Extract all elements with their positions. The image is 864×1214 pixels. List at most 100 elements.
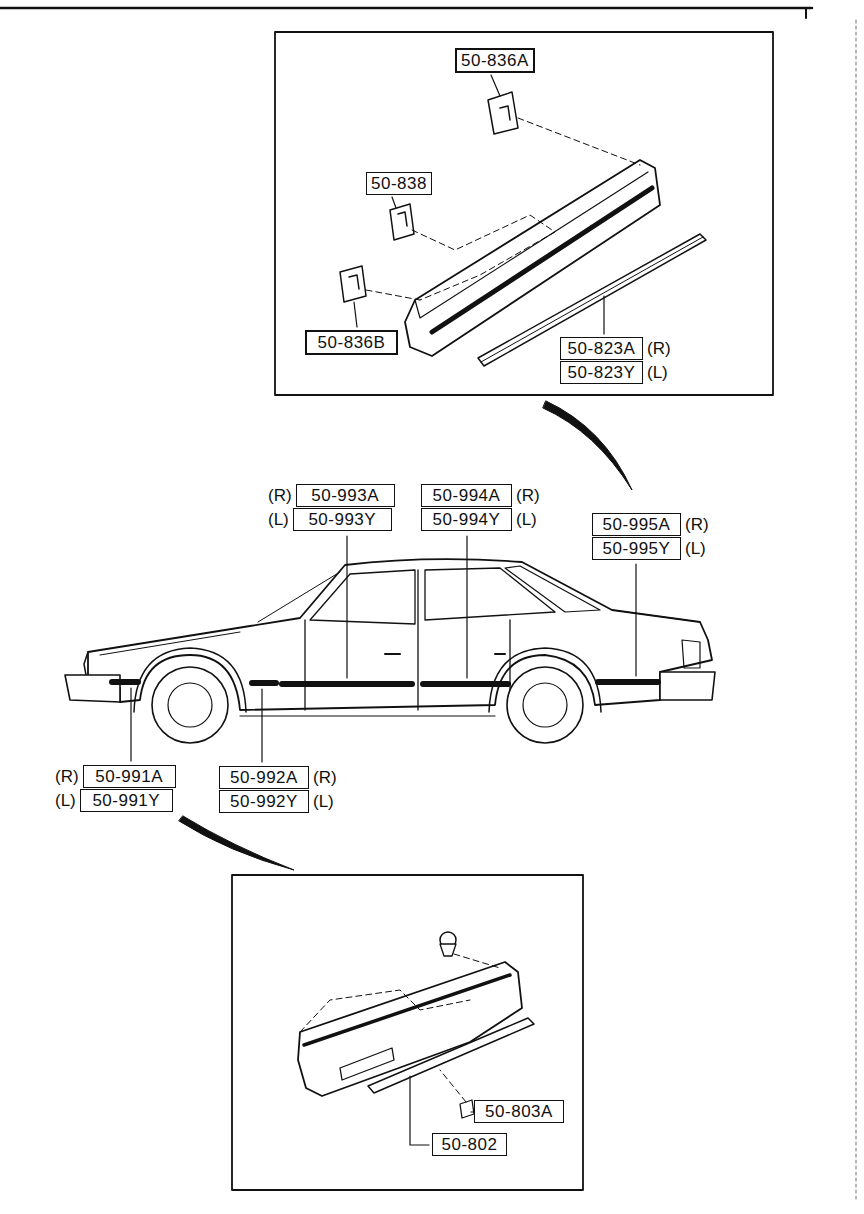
assembly-line [366,290,420,300]
part-number: 50-992Y [219,790,309,813]
front-window [310,570,415,624]
part-callout: (R)50-993A [268,484,395,507]
inset-frame [275,32,773,395]
part-callout: 50-994Y(L) [421,508,537,531]
rear-bumper [660,672,715,700]
leader-line [491,75,500,96]
molding-strip [478,234,706,366]
molding-edge [415,172,648,318]
inset-pointer [543,401,632,490]
trunk-line [612,610,700,622]
side-mark: (R) [516,485,540,506]
part-number: 50-836B [305,330,398,355]
sill-line [240,715,495,716]
side-mark: (L) [55,790,76,811]
wheel [507,667,583,743]
part-number: 50-802 [432,1133,507,1156]
clip-detail [500,106,510,120]
part-callout: 50-992A(R) [219,766,337,789]
part-callout: 50-823Y(L) [560,361,668,384]
part-number: 50-991Y [80,789,173,812]
part-callout: 50-803A [474,1100,564,1123]
assembly-line [518,118,640,165]
clip [390,204,414,240]
door-handle [385,653,400,655]
inset-pointer [179,816,294,870]
page-edge [855,20,856,1200]
side-molding [252,680,276,686]
clip [340,266,366,302]
part-callout: 50-995Y(L) [592,537,706,560]
clip [460,1100,474,1118]
wheel [152,667,228,743]
part-number: 50-993A [296,484,395,507]
part-number: 50-838 [366,172,432,195]
side-molding [598,679,658,685]
side-mark: (L) [516,509,537,530]
part-callout: 50-992Y(L) [219,790,334,813]
wheel-hub [168,683,212,727]
part-callout: 50-995A(R) [592,513,709,536]
side-mark: (R) [55,766,79,787]
door-handle [495,653,505,655]
assembly-line [440,1070,466,1102]
leader-line [346,536,347,678]
part-callout: (L)50-991Y [55,789,173,812]
part-callout: 50-823A(R) [560,337,671,360]
rear-window [425,568,555,620]
windshield [258,572,340,622]
page-tick [805,8,807,18]
part-number: 50-836A [455,48,535,73]
quarter-window [505,566,600,612]
part-number: 50-994Y [421,508,512,531]
side-molding [112,679,138,685]
assembly-line [412,215,555,300]
part-callout: (L)50-993Y [268,508,392,531]
molding-stripe [432,188,652,332]
part-number: 50-823Y [560,361,643,384]
molding-stripe [304,975,510,1045]
door-line [417,570,418,710]
part-number: 50-993Y [293,508,392,531]
part-number: 50-823A [560,337,643,360]
strip-edge [481,237,703,362]
inset-frame [232,875,583,1190]
leader-line [410,1076,429,1145]
leader-line [354,302,357,327]
leader-line [635,564,636,676]
page-rule [0,7,812,10]
clip [488,92,518,134]
tail-lamp [682,640,700,668]
part-callout: 50-838 [366,172,432,195]
assembly-line [454,954,500,968]
side-mark: (R) [647,338,671,359]
leader-line [261,689,262,762]
part-callout: 50-836A [455,48,535,73]
part-callout: 50-802 [432,1133,507,1156]
leader-line [466,536,467,678]
side-molding [423,681,508,687]
part-number: 50-991A [83,765,176,788]
side-mark: (R) [685,514,709,535]
part-number: 50-995A [592,513,681,536]
molding-piece [405,160,660,356]
side-mark: (L) [685,538,706,559]
assembly-line [300,990,470,1032]
leader-line [603,296,604,334]
side-mark: (L) [268,509,289,530]
part-callout: (R)50-991A [55,765,176,788]
molding-window [340,1048,394,1080]
clip-detail [349,275,359,289]
molding-strip [368,1018,534,1093]
part-number: 50-995Y [592,537,681,560]
side-mark: (R) [313,767,337,788]
part-number: 50-992A [219,766,309,789]
wheel-hub [523,683,567,727]
leader-line [392,197,396,208]
leader-line [130,688,131,761]
side-mark: (L) [647,362,668,383]
door-line [304,620,305,710]
